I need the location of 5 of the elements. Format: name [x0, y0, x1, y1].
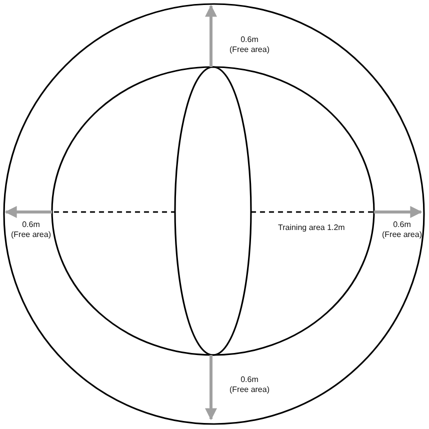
dimension-label: 0.6m (Free area) [228, 375, 270, 395]
dimension-label: 0.6m (Free area) [228, 35, 270, 55]
dimension-label: 0.6m (Free area) [10, 220, 52, 240]
dimension-label: Training area 1.2m [278, 223, 345, 233]
dimension-label: 0.6m (Free area) [380, 220, 423, 240]
